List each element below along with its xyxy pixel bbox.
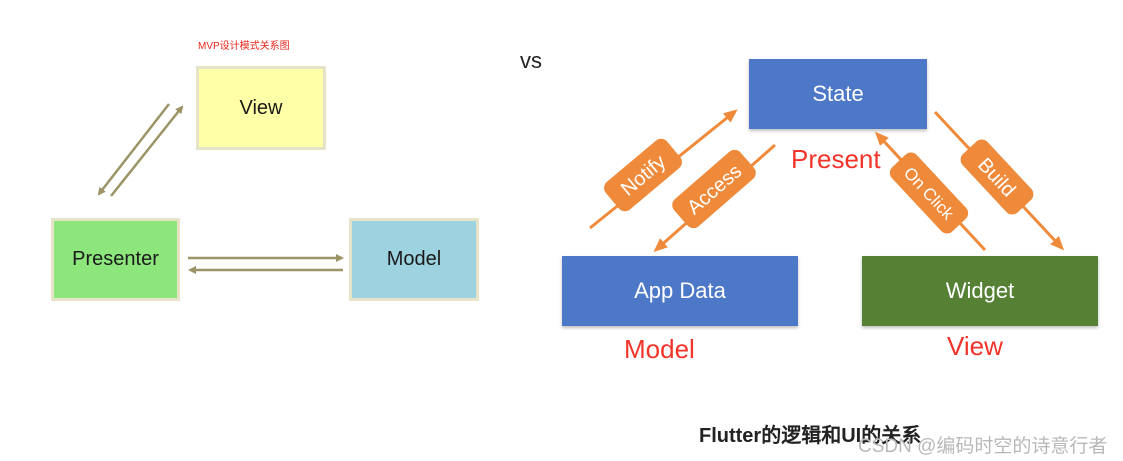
flutter-state-label: State	[812, 81, 864, 106]
flutter-view-label: View	[947, 331, 1003, 361]
flutter-state-box: State	[749, 59, 927, 129]
mvp-view-box: View	[196, 66, 326, 150]
present-label: Present	[791, 144, 881, 174]
mvp-diagram-title: MVP设计模式关系图	[198, 41, 290, 52]
vs-label: vs	[520, 48, 542, 73]
access-arrow-badge: Access	[672, 149, 756, 229]
mvp-model-label: Model	[386, 248, 442, 270]
mvp-view-label: View	[239, 96, 283, 119]
csdn-watermark: CSDN @编码时空的诗意行者	[858, 436, 1108, 457]
mvp-arrow-view-to-presenter	[97, 103, 170, 196]
onclick-arrow-badge: On Click	[889, 152, 969, 234]
mvp-presenter-box: Presenter	[51, 218, 180, 301]
mvp-model-box: Model	[349, 218, 479, 301]
flutter-app-data-label: App Data	[634, 278, 726, 303]
mvp-arrow-presenter-to-view	[110, 105, 184, 197]
mvp-presenter-label: Presenter	[72, 248, 159, 270]
flutter-widget-label: Widget	[945, 278, 1015, 303]
flutter-widget-box: Widget	[862, 256, 1098, 326]
build-arrow-badge: Build	[960, 139, 1034, 215]
flutter-model-label: Model	[624, 334, 695, 364]
flutter-caption: Flutter的逻辑和UI的关系	[699, 425, 922, 447]
notify-arrow-badge: Notify	[604, 138, 682, 212]
flutter-app-data-box: App Data	[562, 256, 798, 326]
